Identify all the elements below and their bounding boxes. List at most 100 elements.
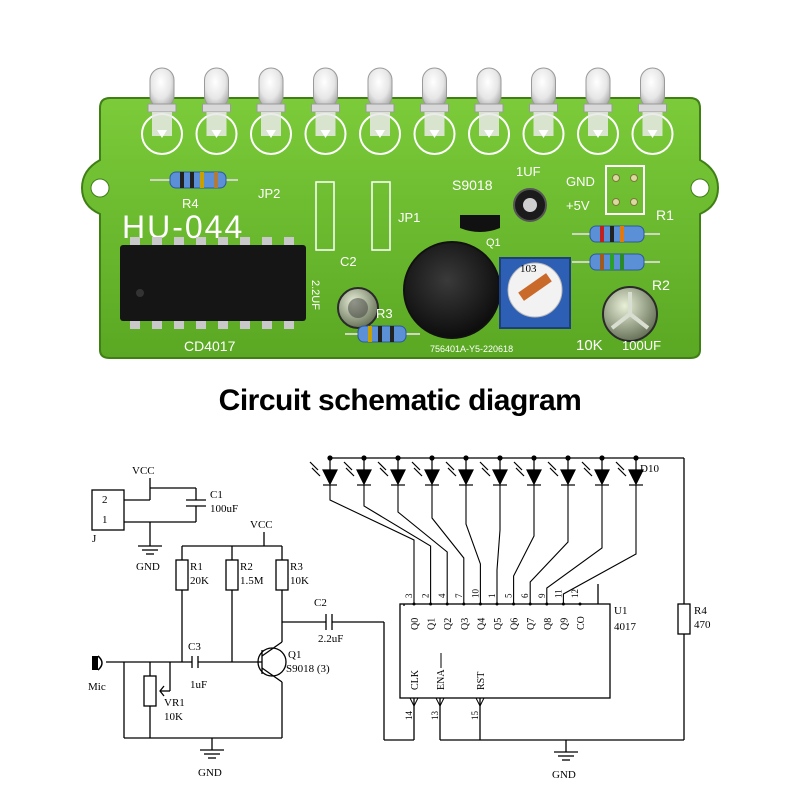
r3-resistor: [345, 325, 420, 343]
ic-output-label: Q4: [476, 618, 487, 630]
vcc-pin-label: +5V: [566, 198, 590, 213]
ic-pin-13: 13: [430, 711, 440, 721]
r4-resistor: [150, 171, 238, 189]
schematic-leds: [309, 455, 644, 486]
r1-label: R1: [190, 561, 203, 573]
ic-input-rst: RST: [476, 672, 487, 690]
ic-value: 4017: [614, 621, 637, 633]
ic-input-ena: ENA: [436, 669, 447, 690]
c3-value-label: 1UF: [516, 164, 541, 179]
ic-pin: [152, 321, 162, 329]
c2-label: C2: [314, 597, 327, 609]
ic-input-clk: CLK: [410, 669, 421, 690]
ic-output-pin: Q4 10: [465, 485, 487, 630]
ic-output-pin-number: 5: [504, 593, 514, 598]
pcb-led: [359, 67, 401, 155]
ic-output-pin: Q3 7: [431, 485, 471, 630]
c1-value: 100uF: [210, 503, 238, 515]
pot-code-label: 103: [520, 263, 537, 275]
r2-resistor: [572, 253, 660, 271]
gnd-label-3: GND: [552, 769, 576, 781]
r4-label: R4: [182, 196, 199, 211]
ic-output-pin-number: 11: [553, 589, 563, 598]
power-header-pins: [612, 174, 638, 206]
microphone: [403, 241, 501, 339]
c2-value: 2.2uF: [318, 633, 343, 645]
ic-output-pin-number: 3: [404, 593, 414, 598]
ic-pin: [284, 321, 294, 329]
mounting-hole-right: [690, 178, 710, 198]
ic-output-pin: Q0 3: [329, 485, 421, 630]
ic-pin: [152, 237, 162, 245]
c3-label: C3: [188, 641, 201, 653]
ic-output-label: Q7: [526, 618, 537, 630]
ic-output-pin-number: 12: [570, 589, 580, 598]
vr1-label: VR1: [164, 697, 185, 709]
jp2-outline: [315, 181, 335, 251]
schematic-led: [411, 455, 440, 486]
schematic-led: [445, 455, 474, 486]
ic-pin: [284, 237, 294, 245]
ic-pin-15: 15: [470, 711, 480, 721]
ic-pin: [130, 321, 140, 329]
ic-output-label: Q5: [493, 618, 504, 630]
pcb-led: [304, 67, 347, 155]
vr1-potentiometer: [499, 257, 571, 329]
mic-label: Mic: [88, 681, 106, 693]
ic-output-pin-number: 6: [520, 593, 530, 598]
d10-label: D10: [640, 463, 659, 475]
jack-label: J: [92, 533, 97, 545]
pcb-led: [250, 67, 292, 155]
r1-value: 20K: [190, 575, 209, 587]
ic-pin: [218, 237, 228, 245]
jack-pin-2: 2: [102, 494, 108, 506]
schematic-led: [547, 455, 576, 486]
r2-value: 1.5M: [240, 575, 264, 587]
ic-pin: [130, 237, 140, 245]
r3-label: R3: [290, 561, 303, 573]
ic-pin: [240, 321, 250, 329]
pcb-led: [577, 67, 619, 155]
pot-value-label: 10K: [576, 337, 603, 354]
q1-transistor: [460, 215, 500, 232]
ic-output-pin: Q5 1: [487, 485, 504, 630]
c1-label: C1: [210, 489, 223, 501]
cd4017-ic: [120, 245, 306, 321]
r4-value: 470: [694, 619, 711, 631]
ic-pins: [130, 237, 294, 329]
schematic-led: [343, 455, 372, 486]
mounting-hole-left: [90, 178, 110, 198]
r3-value: 10K: [290, 575, 309, 587]
ic-output-pin-number: 4: [437, 593, 447, 598]
schematic-led: [377, 455, 406, 486]
vcc-label-2: VCC: [250, 519, 273, 531]
serial-label: 756401A-Y5-220618: [430, 344, 513, 354]
gnd-pin-label: GND: [566, 174, 595, 189]
ic-pin: [262, 321, 272, 329]
ic-output-pin-number: 1: [487, 594, 497, 599]
ic-output-label: Q0: [410, 618, 421, 630]
ic-output-label: Q1: [427, 618, 438, 630]
ic-output-pin-number: 10: [470, 589, 480, 599]
ic-pin: [240, 237, 250, 245]
ic-pin: [196, 237, 206, 245]
jack-pin-1: 1: [102, 514, 108, 526]
vr1-value: 10K: [164, 711, 183, 723]
jp1-outline: [371, 181, 391, 251]
ic-pin: [174, 321, 184, 329]
ic-output-pin: Q89: [537, 485, 603, 630]
ic-output-label: Q3: [460, 618, 471, 630]
schematic-led: [513, 455, 542, 486]
schematic-led: [479, 455, 508, 486]
jp2-label: JP2: [258, 186, 280, 201]
vcc-label-1: VCC: [132, 465, 155, 477]
schematic-led: [581, 455, 610, 486]
ic-output-pin-number: 7: [454, 593, 464, 598]
transistor-label: S9018: [452, 177, 493, 193]
r4-label: R4: [694, 605, 707, 617]
ic-output-label: Q6: [510, 618, 521, 630]
ic-output-pin: Q24: [397, 485, 454, 630]
